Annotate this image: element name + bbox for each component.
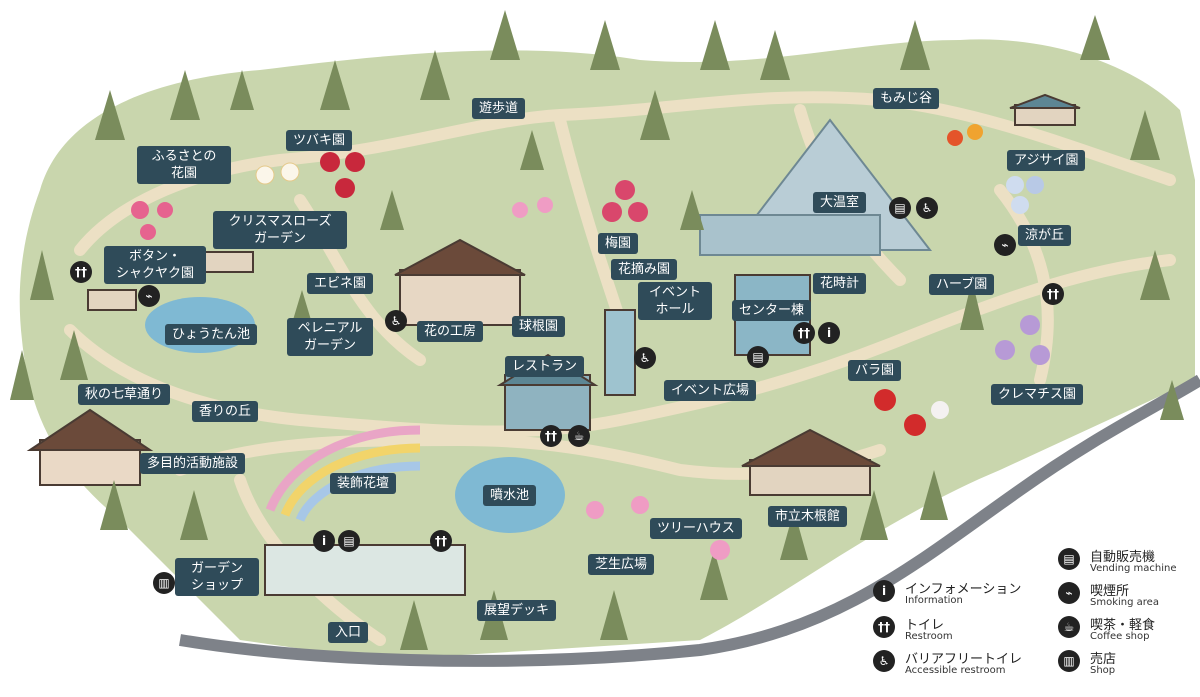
label-center: センター棟 [732, 300, 812, 321]
label-ajisai: アジサイ園 [1007, 150, 1086, 171]
label-bara: バラ園 [848, 360, 902, 381]
label-hyoutan: ひょうたん池 [165, 324, 258, 345]
label-shibafu: 芝生広場 [588, 554, 655, 575]
restroom-icon: †† [70, 261, 92, 283]
road [179, 374, 1200, 667]
coffee-shop-icon: ☕ [1058, 616, 1080, 638]
label-tamokuteki: 多目的活動施設 [140, 453, 246, 474]
vending-machine-icon: ▤ [1058, 548, 1080, 570]
label-treehouse: ツリーハウス [650, 518, 742, 539]
label-event-hiroba: イベント広場 [664, 380, 757, 401]
label-garden-shop: ガーデンショップ [175, 558, 259, 596]
label-tenbo: 展望デッキ [477, 600, 557, 621]
label-event-hall: イベントホール [638, 282, 712, 320]
label-hanatsumi: 花摘み園 [611, 259, 678, 280]
greenhouse-building [699, 118, 933, 256]
label-hananokobo: 花の工房 [417, 321, 484, 342]
restroom-icon: †† [540, 425, 562, 447]
label-herb: ハーブ園 [929, 274, 995, 295]
smoking-area-icon: ⌁ [1058, 582, 1080, 604]
flowers [131, 124, 1050, 560]
restroom-icon: †† [430, 530, 452, 552]
label-kaori: 香りの丘 [192, 401, 259, 422]
label-iriguchi: 入口 [328, 622, 369, 643]
label-daionshitsu: 大温室 [813, 192, 867, 213]
label-clematis: クレマチス園 [991, 384, 1084, 405]
accessible-restroom-icon: ♿ [916, 197, 938, 219]
restroom-icon: †† [1042, 283, 1064, 305]
vending-machine-icon: ▤ [747, 346, 769, 368]
label-restaurant: レストラン [505, 356, 585, 377]
information-icon: i [873, 580, 895, 602]
vending-machine-icon: ▤ [338, 530, 360, 552]
label-funsui: 噴水池 [483, 485, 537, 506]
coffee-shop-icon: ☕ [568, 425, 590, 447]
label-perennial: ペレニアルガーデン [287, 318, 373, 356]
label-shiritsu-kinekan: 市立木根館 [768, 506, 848, 527]
accessible-restroom-icon: ♿ [873, 650, 895, 672]
label-botan: ボタン・シャクヤク園 [104, 246, 206, 284]
label-momijidani: もみじ谷 [873, 88, 940, 109]
label-yuhodo: 遊歩道 [472, 98, 526, 119]
label-kyukon: 球根園 [512, 316, 566, 337]
restroom-icon: †† [873, 616, 895, 638]
shop-icon: ▥ [153, 572, 175, 594]
label-ebine: エビネ園 [307, 273, 374, 294]
label-tsubaki: ツバキ園 [286, 130, 353, 151]
restroom-icon: †† [793, 322, 815, 344]
smoking-area-icon: ⌁ [994, 234, 1016, 256]
smoking-area-icon: ⌁ [138, 285, 160, 307]
label-christmas-rose: クリスマスローズガーデン [213, 211, 347, 249]
label-furusato: ふるさとの花園 [137, 146, 231, 184]
accessible-restroom-icon: ♿ [385, 310, 407, 332]
shop-icon: ▥ [1058, 650, 1080, 672]
label-ume: 梅園 [598, 233, 639, 254]
accessible-restroom-icon: ♿ [634, 347, 656, 369]
vending-machine-icon: ▤ [889, 197, 911, 219]
trees [10, 10, 1184, 650]
label-suzugaoka: 涼が丘 [1018, 225, 1072, 246]
label-soshoku: 装飾花壇 [330, 473, 397, 494]
label-hanadokei: 花時計 [813, 273, 867, 294]
label-aki-nanakusa: 秋の七草通り [78, 384, 171, 405]
information-icon: i [818, 322, 840, 344]
information-icon: i [313, 530, 335, 552]
